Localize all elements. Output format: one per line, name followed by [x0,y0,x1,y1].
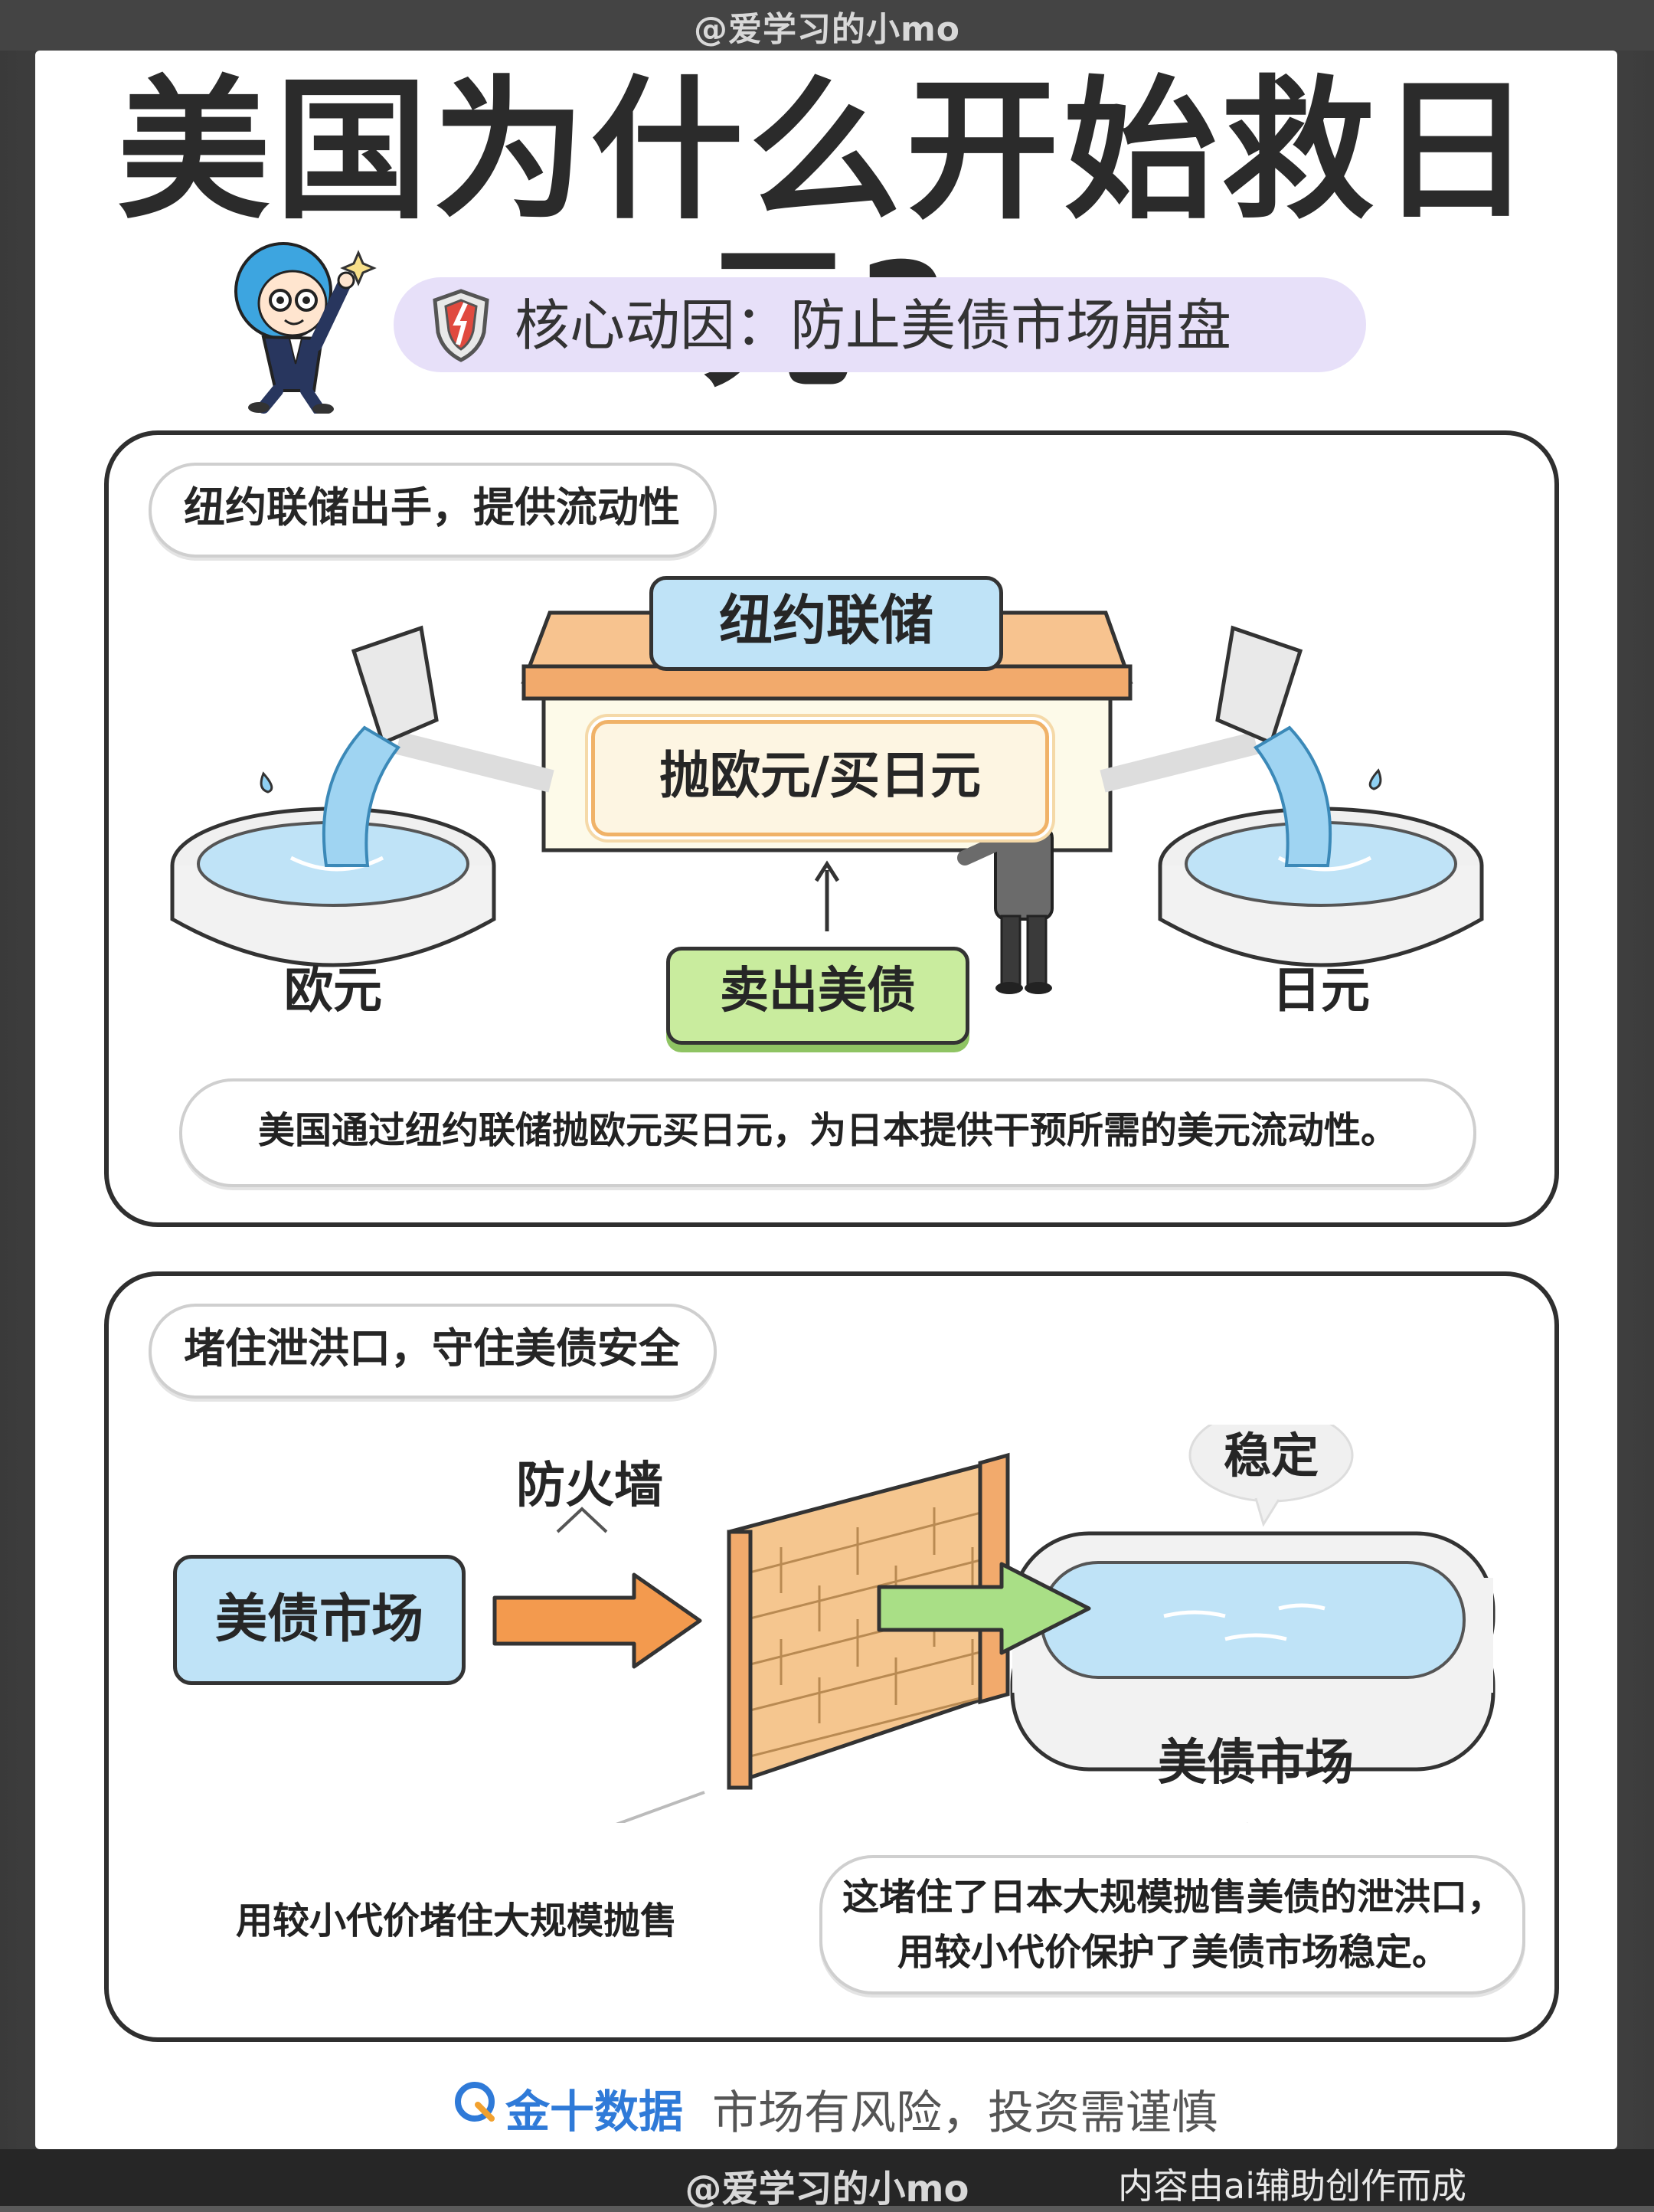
section2-right-caption-line2: 用较小代价保护了美债市场稳定。 [897,1931,1449,1974]
building-label-box [649,576,1003,671]
section1-heading: 纽约联储出手，提供流动性 [184,483,680,532]
section2-heading: 堵住泄洪口，守住美债安全 [184,1324,680,1373]
stable-label: 稳定 [1223,1428,1319,1484]
section1-caption-pill [179,1078,1476,1187]
section2-heading-pill [149,1304,717,1399]
sell-bonds-box [666,947,969,1045]
green-arrow-icon [877,1562,1091,1655]
mascot-illustration [234,242,377,414]
chevron-up-icon [556,1507,608,1533]
section2-left-caption: 用较小代价堵住大规模抛售 [236,1900,678,1942]
building-label: 纽约联储 [719,589,933,652]
watermark-top: @爱学习的小mo [693,10,961,49]
brand-logo-icon [455,2082,495,2122]
firewall-illustration [492,1425,1495,1823]
market-box [173,1555,466,1685]
footer-risk-note: 市场有风险，投资需谨慎 [712,2086,1218,2140]
top-strip [0,0,1654,51]
banner-text: 核心动因：防止美债市场崩盘 [515,293,1232,358]
bottom-strip [0,2149,1654,2206]
yen-pool-label: 日元 [1272,963,1370,1019]
shield-icon [433,289,489,362]
sell-bonds-label: 卖出美债 [720,963,916,1019]
firewall-label: 防火墙 [516,1458,663,1514]
section1-heading-pill [149,463,717,558]
section1-caption: 美国通过纽约联储抛欧元买日元，为日本提供干预所需的美元流动性。 [257,1109,1397,1152]
market-box-label: 美债市场 [214,1589,423,1650]
footer-brand: 金十数据 [505,2086,684,2138]
section2-right-caption-line1: 这堵住了日本大规模抛售美债的泄洪口， [842,1876,1504,1919]
orange-arrow-icon [492,1572,702,1669]
section2-caption-pill [819,1855,1525,1994]
watermark-bottom: @爱学习的小mo [685,2168,969,2210]
action-label: 抛欧元/买日元 [659,746,982,805]
action-label-box [591,720,1049,836]
euro-pool-label: 欧元 [284,963,382,1019]
core-reason-banner [394,277,1366,372]
ai-note: 内容由ai辅助创作而成 [1118,2165,1466,2207]
pool-label: 美债市场 [1158,1735,1354,1792]
